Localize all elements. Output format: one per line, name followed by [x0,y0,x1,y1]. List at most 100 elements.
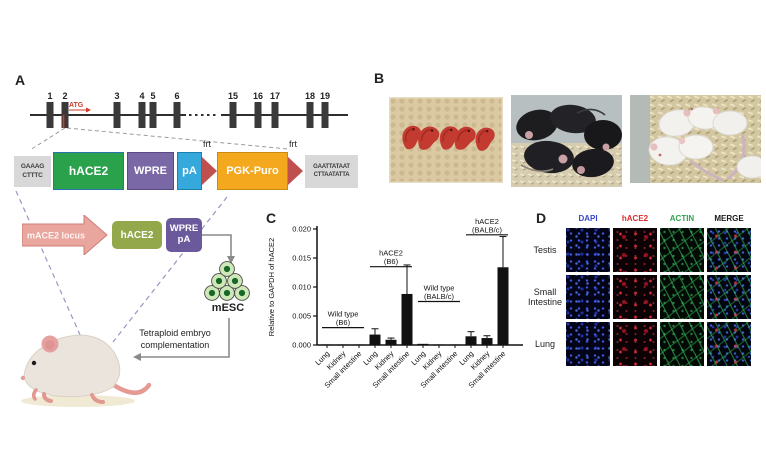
micrograph-small-intestine-merge [707,275,751,319]
y-tick-label: 0.005 [292,312,311,321]
wpre-line: WPRE [169,223,199,235]
group-strain-label: (BALB/c) [424,292,455,301]
micrograph-lung-hace2 [613,322,657,366]
mace2-locus-arrow: mACE2 locus [22,215,108,255]
d-image-grid [566,228,751,366]
micrograph-small-intestine-hace2 [613,275,657,319]
frt-triangle [202,157,217,185]
inserted-hace2-box: hACE2 [112,221,162,249]
exon-1 [46,102,54,128]
panel-a-label: A [15,72,26,88]
targeting-construct: frt frt GAAAG CTTTC hACE2 WPRE pA PGK-Pu… [14,139,359,192]
exon-number: 4 [139,91,144,101]
group-strain-label: (B6) [336,318,351,327]
exon-number: 16 [253,91,263,101]
group-label: Wild type [424,284,455,293]
bar [369,334,381,345]
panel-b-label: B [374,70,385,86]
bar [465,336,477,345]
group-strain-label: (BALB/c) [472,225,503,234]
channel-header-merge: MERGE [714,214,744,223]
panel-c-label: C [266,210,277,226]
frt-site-label-right: frt [289,139,297,149]
homology-seq-right: GAATTATAAT CTTAATATTA [305,155,358,188]
group-strain-label: (B6) [384,257,399,266]
atg-arrowhead [86,107,91,113]
y-axis-title: Relative to GAPDH of hACE2 [267,238,276,336]
exon-number: 15 [228,91,238,101]
exon-number: 2 [62,91,67,101]
channel-header-dapi: DAPI [578,214,598,223]
exon-number: 5 [150,91,155,101]
group-label: hACE2 [379,249,403,258]
exon-4 [138,102,146,128]
y-tick-label: 0.020 [292,225,311,234]
exon-17 [271,102,279,128]
exon-15 [229,102,237,128]
micrograph-testis-merge [707,228,751,272]
tetraploid-line1: Tetraploid embryo [139,328,211,338]
frt-site-label-left: frt [203,139,211,149]
y-tick-label: 0.010 [292,283,311,292]
atg-start-codon-label: ATG [69,102,84,109]
homology-seq-left: GAAAG CTTTC [14,156,51,187]
group-label: hACE2 [475,217,499,226]
construct-box-pgk-puro: PGK-Puro [217,152,288,190]
bar [337,344,349,346]
bar [353,344,365,346]
bar [497,267,509,345]
micrograph-lung-merge [707,322,751,366]
d-column-headers: DAPI hACE2 ACTIN MERGE [566,214,751,223]
exon-number: 1 [47,91,52,101]
tetraploid-line2: complementation [140,339,210,350]
micrograph-testis-dapi [566,228,610,272]
exon-6 [173,102,181,128]
mesc-label: mESC [211,302,245,314]
exon-number: 3 [114,91,119,101]
exon-2 [61,102,69,128]
seq-line: CTTTC [22,171,43,179]
channel-header-actin: ACTIN [669,214,695,223]
exon-number: 18 [305,91,315,101]
bar [385,339,397,345]
exon-number: 19 [320,91,330,101]
micrograph-small-intestine-dapi [566,275,610,319]
mesc-cells-icon [204,261,250,301]
bar [481,338,493,345]
tissue-row-label: Small Intestine [527,286,563,307]
construct-box-hace2: hACE2 [53,152,124,190]
targeted-locus-row: mACE2 locus hACE2 WPRE pA [22,215,222,255]
tissue-row-label: Lung [534,338,556,349]
black-b6-mice-photo [511,95,622,187]
construct-box-pa: pA [177,152,202,190]
exon-19 [321,102,329,128]
y-tick-label: 0.000 [292,341,311,350]
newborn-red-pups-photo [389,97,503,183]
bar [449,344,461,346]
construct-box-wpre: WPRE [127,152,174,190]
exon-16 [254,102,262,128]
mace2-locus-label: mACE2 locus [27,231,85,241]
tetraploid-label: Tetraploid embryo complementation [128,328,222,351]
exon-3 [113,102,121,128]
exon-5 [149,102,157,128]
micrograph-testis-hace2 [613,228,657,272]
bar [417,343,429,345]
inserted-wpre-pa-box: WPRE pA [166,218,202,252]
channel-header-hace2: hACE2 [621,214,649,223]
bar [321,344,333,346]
bar [401,293,413,345]
panel-d-label: D [536,210,547,226]
y-tick-label: 0.015 [292,254,311,263]
exon-18 [306,102,314,128]
micrograph-testis-actin [660,228,704,272]
tissue-row-label: Testis [533,244,557,255]
exon-number: 17 [270,91,280,101]
micrograph-lung-dapi [566,322,610,366]
pa-line: pA [177,234,191,245]
micrograph-lung-actin [660,322,704,366]
